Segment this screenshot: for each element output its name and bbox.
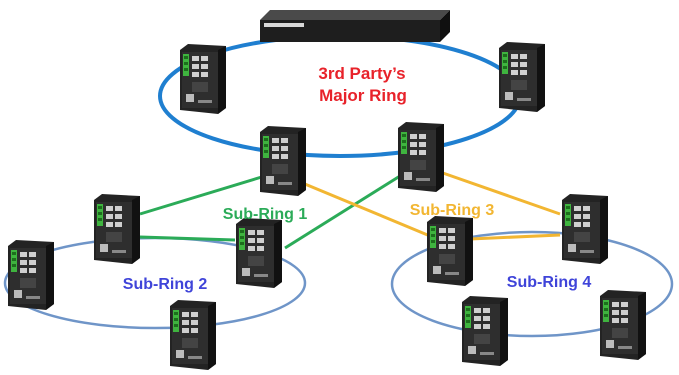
- industrial-switch-icon: [427, 216, 473, 286]
- sub-ring-1: [139, 174, 401, 250]
- industrial-switch-icon: [562, 194, 608, 264]
- industrial-switch-icon: [398, 122, 444, 192]
- sub-ring-2-label: Sub-Ring 2: [123, 276, 208, 293]
- sub-ring-4-label: Sub-Ring 4: [507, 274, 592, 291]
- industrial-switch-icon: [260, 126, 306, 196]
- industrial-switch-icon: [170, 300, 216, 370]
- major-ring-label-line2: Major Ring: [319, 86, 407, 105]
- industrial-switch-icon: [236, 218, 282, 288]
- major-ring-label-line1: 3rd Party’s: [318, 64, 405, 83]
- sub-ring-3: [299, 170, 561, 241]
- industrial-switch-icon: [8, 240, 54, 310]
- industrial-switch-icon: [94, 194, 140, 264]
- rack-switch-icon: [260, 10, 450, 42]
- industrial-switch-icon: [462, 296, 508, 366]
- industrial-switch-icon: [600, 290, 646, 360]
- industrial-switch-icon: [499, 42, 545, 112]
- sub-ring-4: [390, 230, 674, 338]
- sub-ring-1-label: Sub-Ring 1: [223, 206, 308, 223]
- sub-ring-3-label: Sub-Ring 3: [410, 202, 495, 219]
- industrial-switch-icon: [180, 44, 226, 114]
